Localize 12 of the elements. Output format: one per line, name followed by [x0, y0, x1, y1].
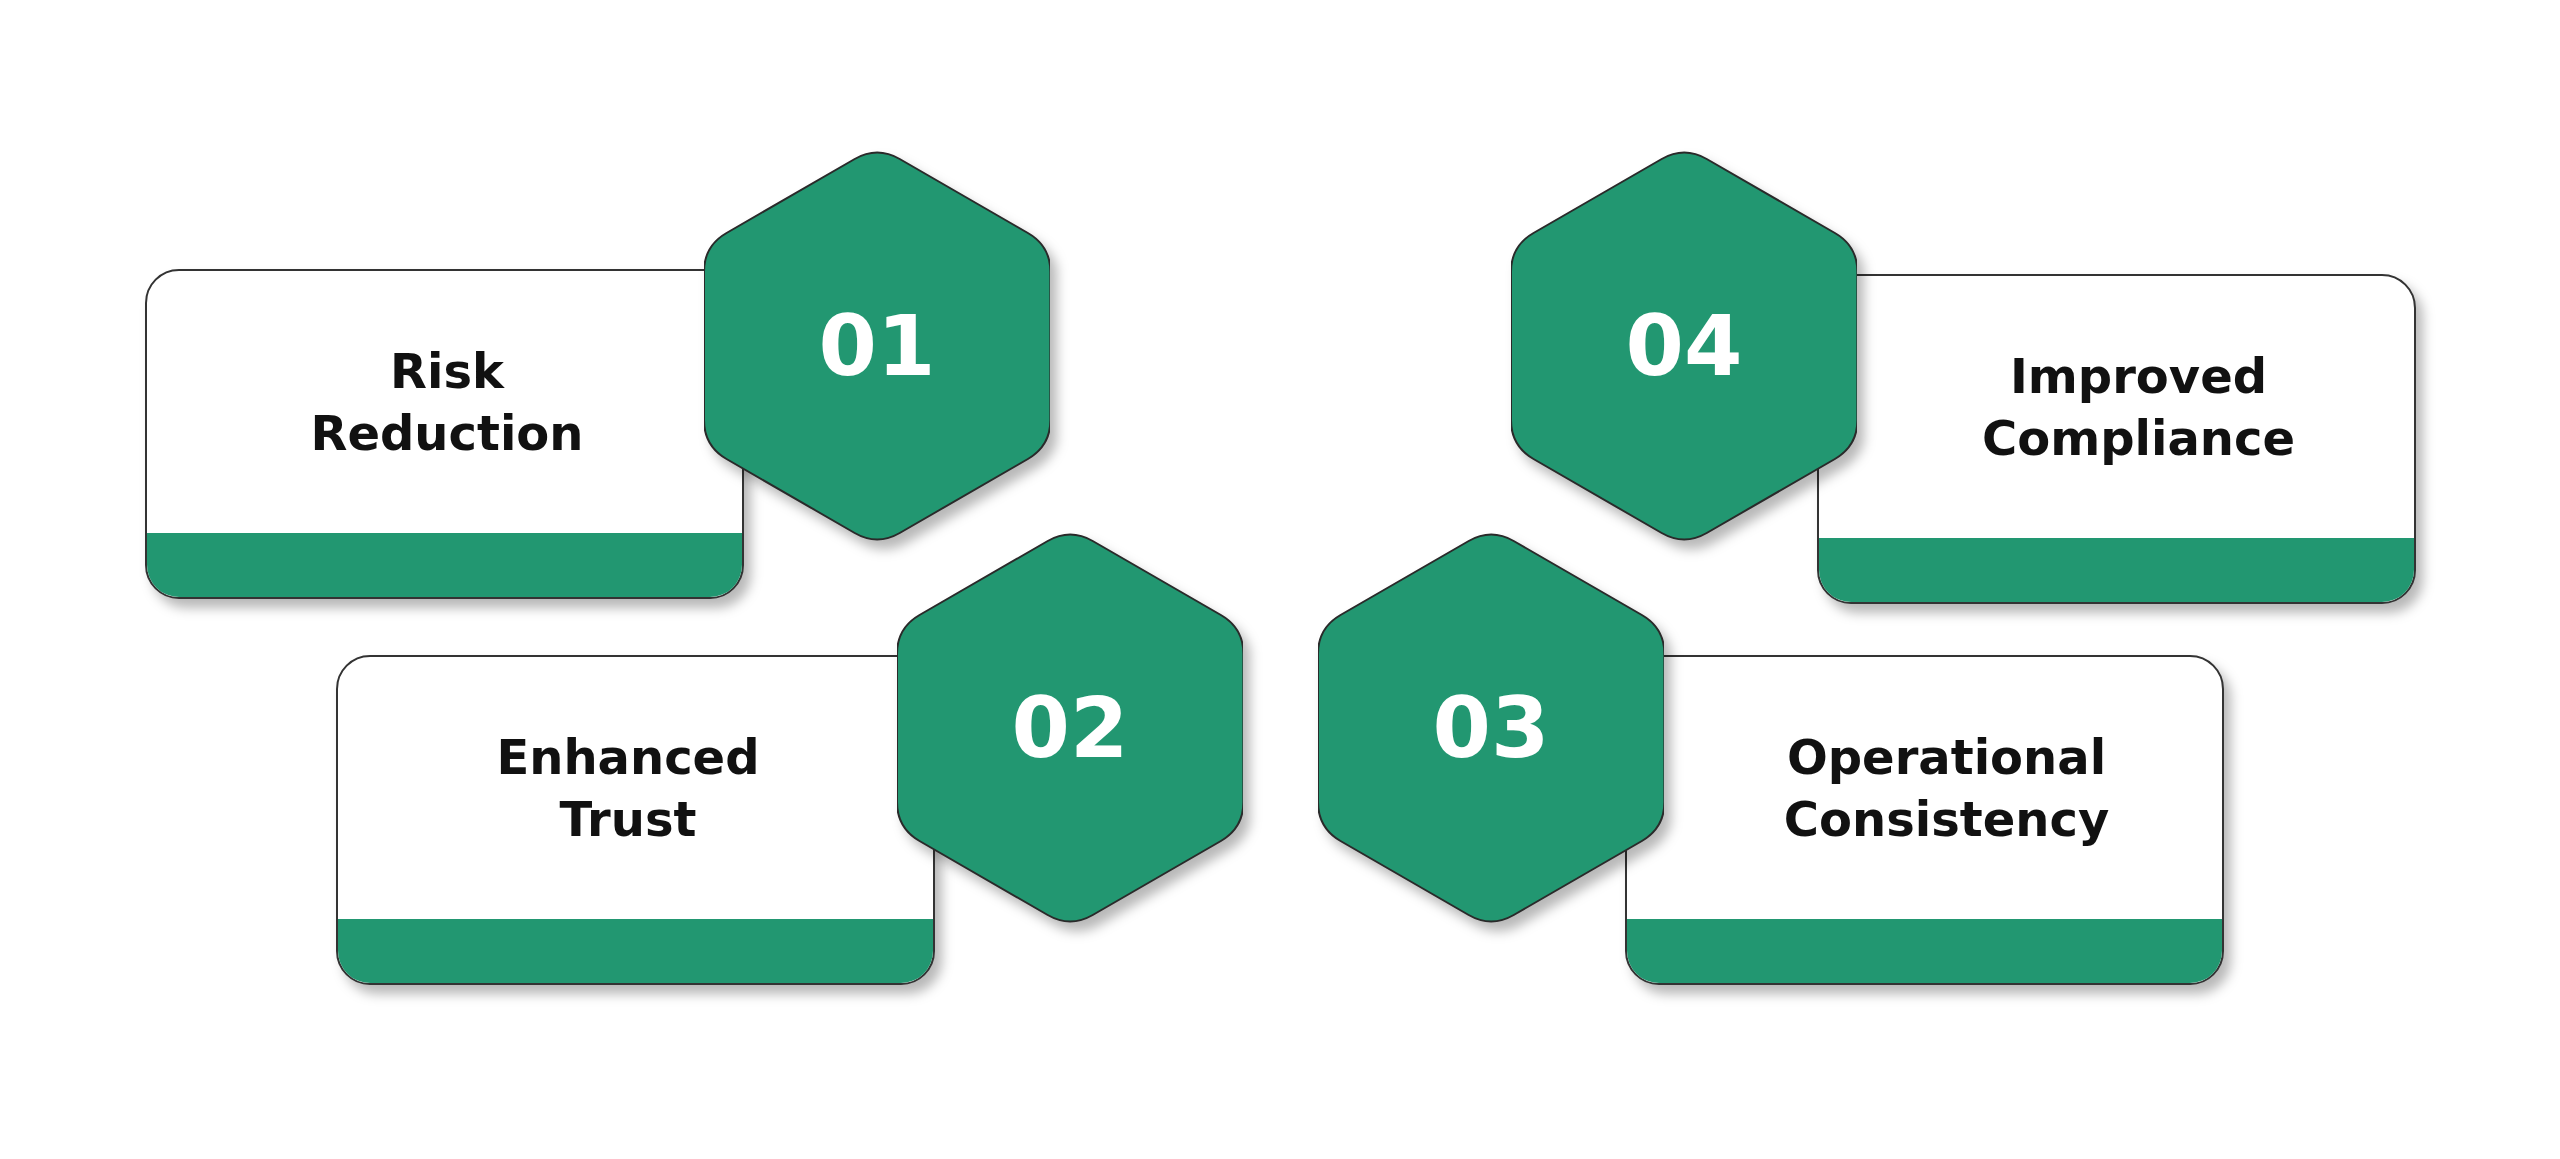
card-title: Enhanced Trust — [495, 727, 761, 849]
card-title: Improved Compliance — [1980, 346, 2297, 468]
step-number: 01 — [817, 304, 937, 388]
card-background — [1817, 274, 2416, 604]
step-number: 02 — [1010, 686, 1130, 770]
card-title: Operational Consistency — [1782, 727, 2111, 849]
card-background — [145, 269, 744, 599]
step-number: 04 — [1624, 304, 1744, 388]
card-background — [1625, 655, 2224, 985]
card-title: Risk Reduction — [309, 341, 585, 463]
card-background — [336, 655, 935, 985]
step-number: 03 — [1431, 686, 1551, 770]
